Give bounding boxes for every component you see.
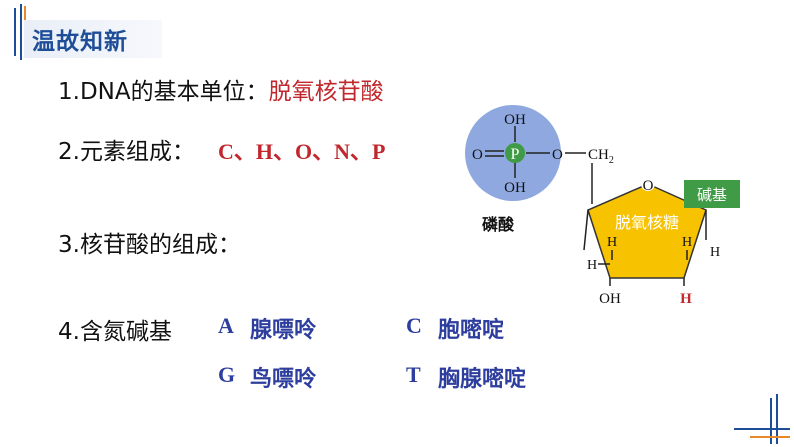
- page-title: 温故知新: [32, 29, 128, 55]
- h-left-lower: H: [587, 258, 597, 273]
- h-right-lower: H: [710, 245, 720, 260]
- line-4: 4.含氮碱基: [58, 319, 172, 345]
- corner-line-orange-top-left: [24, 6, 26, 22]
- o-link: O: [552, 147, 563, 163]
- line-1-answer: 脱氧核苷酸: [268, 79, 384, 105]
- base-g-name: 鸟嘌呤: [250, 367, 317, 392]
- base-c-name: 胞嘧啶: [438, 318, 505, 343]
- oh-bottom: OH: [504, 180, 526, 196]
- ch2-label: CH2: [588, 147, 614, 166]
- base-a-letter: A: [218, 313, 234, 338]
- sugar-label: 脱氧核糖: [615, 213, 679, 232]
- corner-line-vertical-top-left: [14, 8, 16, 56]
- o-double: O: [472, 147, 483, 163]
- corner-line-orange-bottom-right: [750, 436, 790, 438]
- line-3: 3.核苷酸的组成：: [58, 232, 241, 258]
- line-1: 1.DNA的基本单位：脱氧核苷酸: [58, 72, 384, 106]
- phosphorus-dot: [505, 143, 525, 163]
- line-2-elements: C、H、O、N、P: [218, 139, 386, 164]
- title-bar: [24, 20, 162, 58]
- oh-top: OH: [504, 112, 526, 128]
- ring-oxygen-bg: [641, 177, 655, 191]
- base-c-letter: C: [406, 313, 422, 338]
- line-1-prefix: 1.DNA的基本单位：: [58, 79, 269, 105]
- ring-oxygen: O: [643, 178, 654, 194]
- oh-sugar: OH: [599, 291, 621, 307]
- line-2-prefix: 2.元素组成：: [58, 139, 195, 165]
- h-right-upper: H: [682, 235, 692, 250]
- h-red: H: [680, 291, 692, 307]
- base-t-name: 胸腺嘧啶: [438, 367, 527, 392]
- phosphate-label: 磷酸: [482, 215, 515, 234]
- corner-line-vertical-top-left-inner: [20, 4, 22, 60]
- phosphorus-symbol: P: [511, 146, 520, 163]
- nucleotide-diagram: P OH OH O O CH2 磷酸 O 脱氧核糖 碱基 H H H H OH …: [465, 105, 740, 307]
- base-a-name: 腺嘌呤: [250, 318, 317, 343]
- base-box: [684, 180, 740, 208]
- corner-line-vertical-bottom-right: [770, 398, 772, 444]
- h-left-upper: H: [607, 235, 617, 250]
- base-t-letter: T: [406, 362, 421, 387]
- corner-line-vertical-bottom-right-inner: [776, 394, 778, 444]
- base-box-label: 碱基: [697, 186, 727, 204]
- corner-line-horizontal-bottom-right: [734, 428, 790, 430]
- base-g-letter: G: [218, 362, 236, 387]
- bond-c1-down: [583, 209, 589, 251]
